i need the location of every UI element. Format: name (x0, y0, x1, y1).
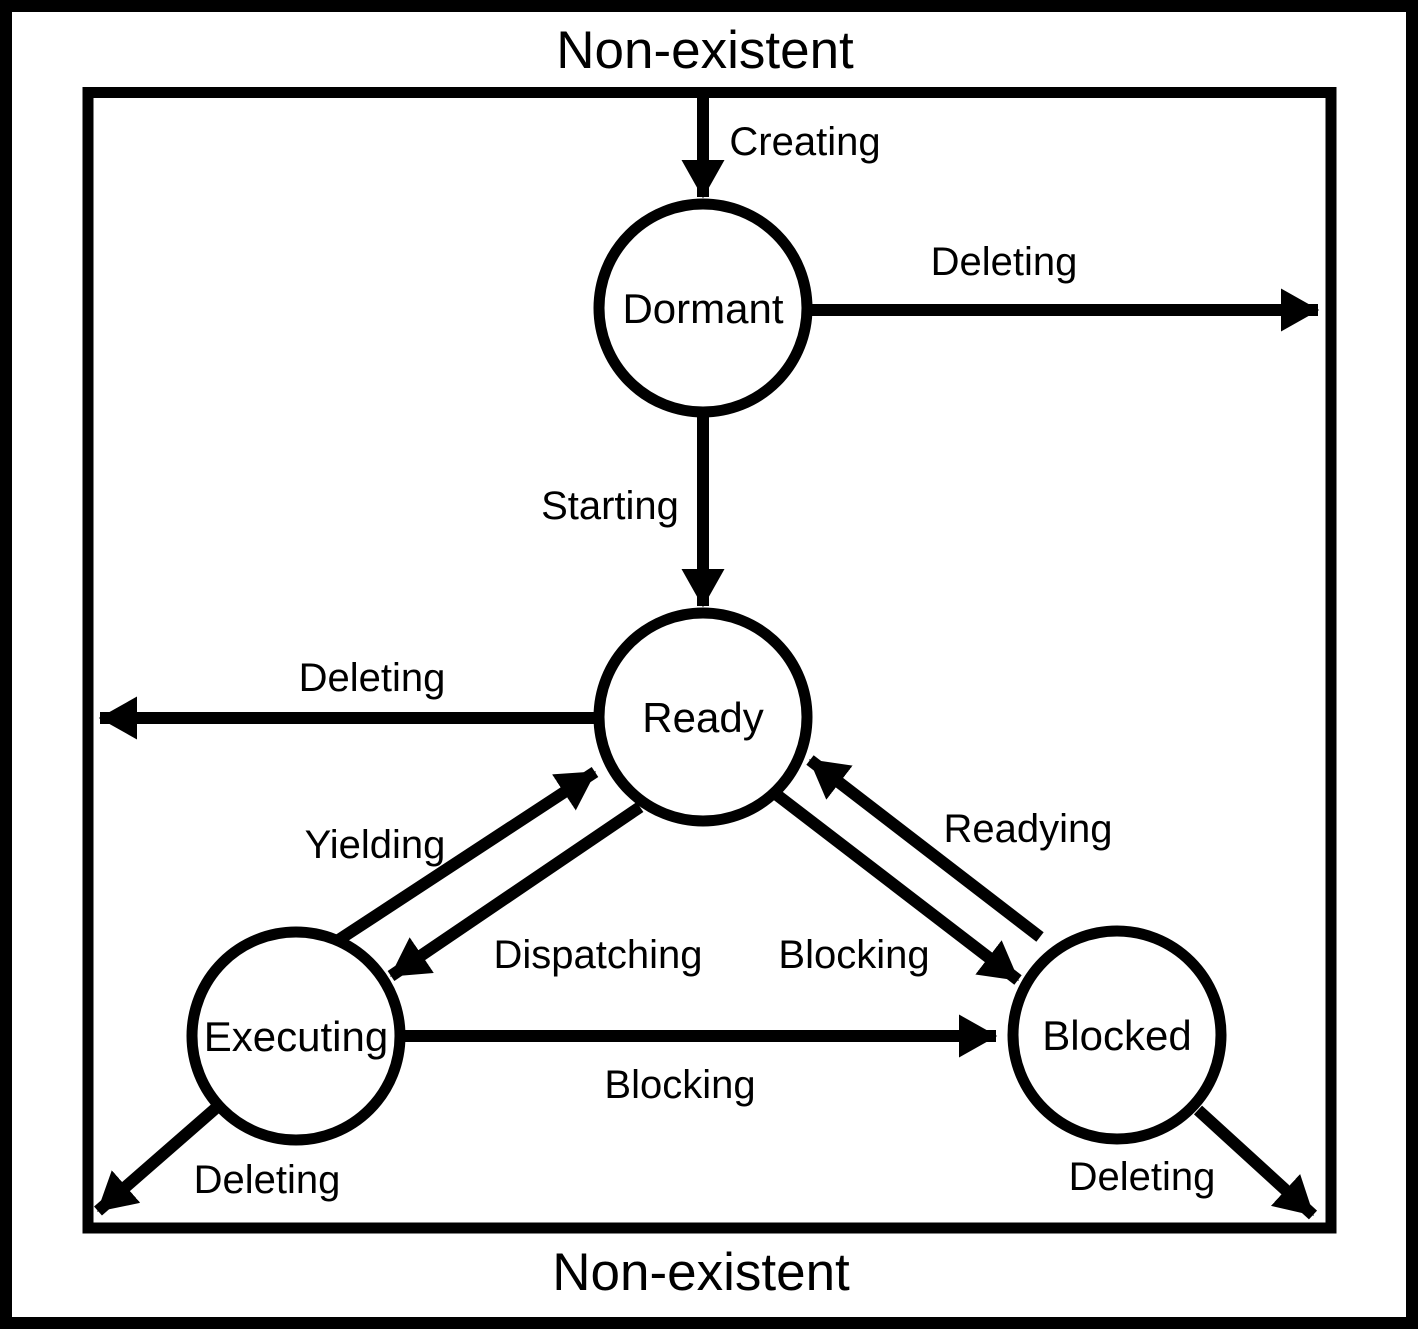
dispatching-arrow (387, 802, 644, 981)
state-executing: Executing (186, 926, 406, 1146)
transition-deleting-ready: Deleting (98, 656, 594, 740)
executing-circle (186, 926, 406, 1146)
blocking-ready-arrow (773, 790, 1022, 985)
transition-starting: Starting (541, 414, 725, 608)
blocked-circle (1007, 925, 1227, 1145)
blocking-executing-label: Blocking (604, 1063, 755, 1107)
transition-yielding: Yielding (305, 766, 599, 947)
system-boundary (82, 87, 1337, 1234)
deleting-blocked-arrow (1193, 1105, 1318, 1220)
transitions: Creating Deleting Starting Deleting Yiel… (94, 98, 1320, 1220)
deleting-ready-label: Deleting (299, 656, 446, 700)
deleting-executing-label: Deleting (194, 1158, 341, 1202)
ready-label: Ready (642, 694, 763, 741)
transition-blocking-executing: Blocking (403, 1014, 998, 1107)
transition-deleting-blocked: Deleting (1069, 1105, 1318, 1220)
state-dormant: Dormant (593, 198, 813, 418)
non-existent-label-top: Non-existent (556, 21, 854, 80)
blocked-label: Blocked (1042, 1012, 1191, 1059)
transition-blocking-ready: Blocking (773, 790, 1022, 985)
non-existent-label-bottom: Non-existent (552, 1243, 850, 1302)
blocking-ready-label: Blocking (778, 933, 929, 977)
dispatching-label: Dispatching (493, 933, 702, 977)
executing-label: Executing (204, 1013, 388, 1060)
dormant-label: Dormant (622, 285, 783, 332)
deleting-blocked-label: Deleting (1069, 1155, 1216, 1199)
readying-label: Readying (943, 807, 1112, 851)
yielding-arrow (333, 766, 599, 947)
transition-deleting-dormant: Deleting (812, 240, 1320, 332)
state-blocked: Blocked (1007, 925, 1227, 1145)
dormant-circle (593, 198, 813, 418)
transition-deleting-executing: Deleting (94, 1103, 341, 1216)
deleting-dormant-label: Deleting (931, 240, 1078, 284)
readying-arrow (806, 755, 1044, 942)
starting-label: Starting (541, 484, 679, 528)
state-ready: Ready (593, 607, 813, 827)
yielding-label: Yielding (305, 823, 446, 867)
creating-label: Creating (729, 120, 880, 164)
ready-circle (593, 607, 813, 827)
deleting-executing-arrow (94, 1103, 220, 1216)
system-border (82, 87, 1337, 1234)
states: Dormant Ready Executing Blocked (186, 198, 1227, 1146)
transition-readying: Readying (806, 755, 1113, 942)
transition-creating: Creating (681, 98, 881, 199)
transition-dispatching: Dispatching (387, 802, 703, 981)
